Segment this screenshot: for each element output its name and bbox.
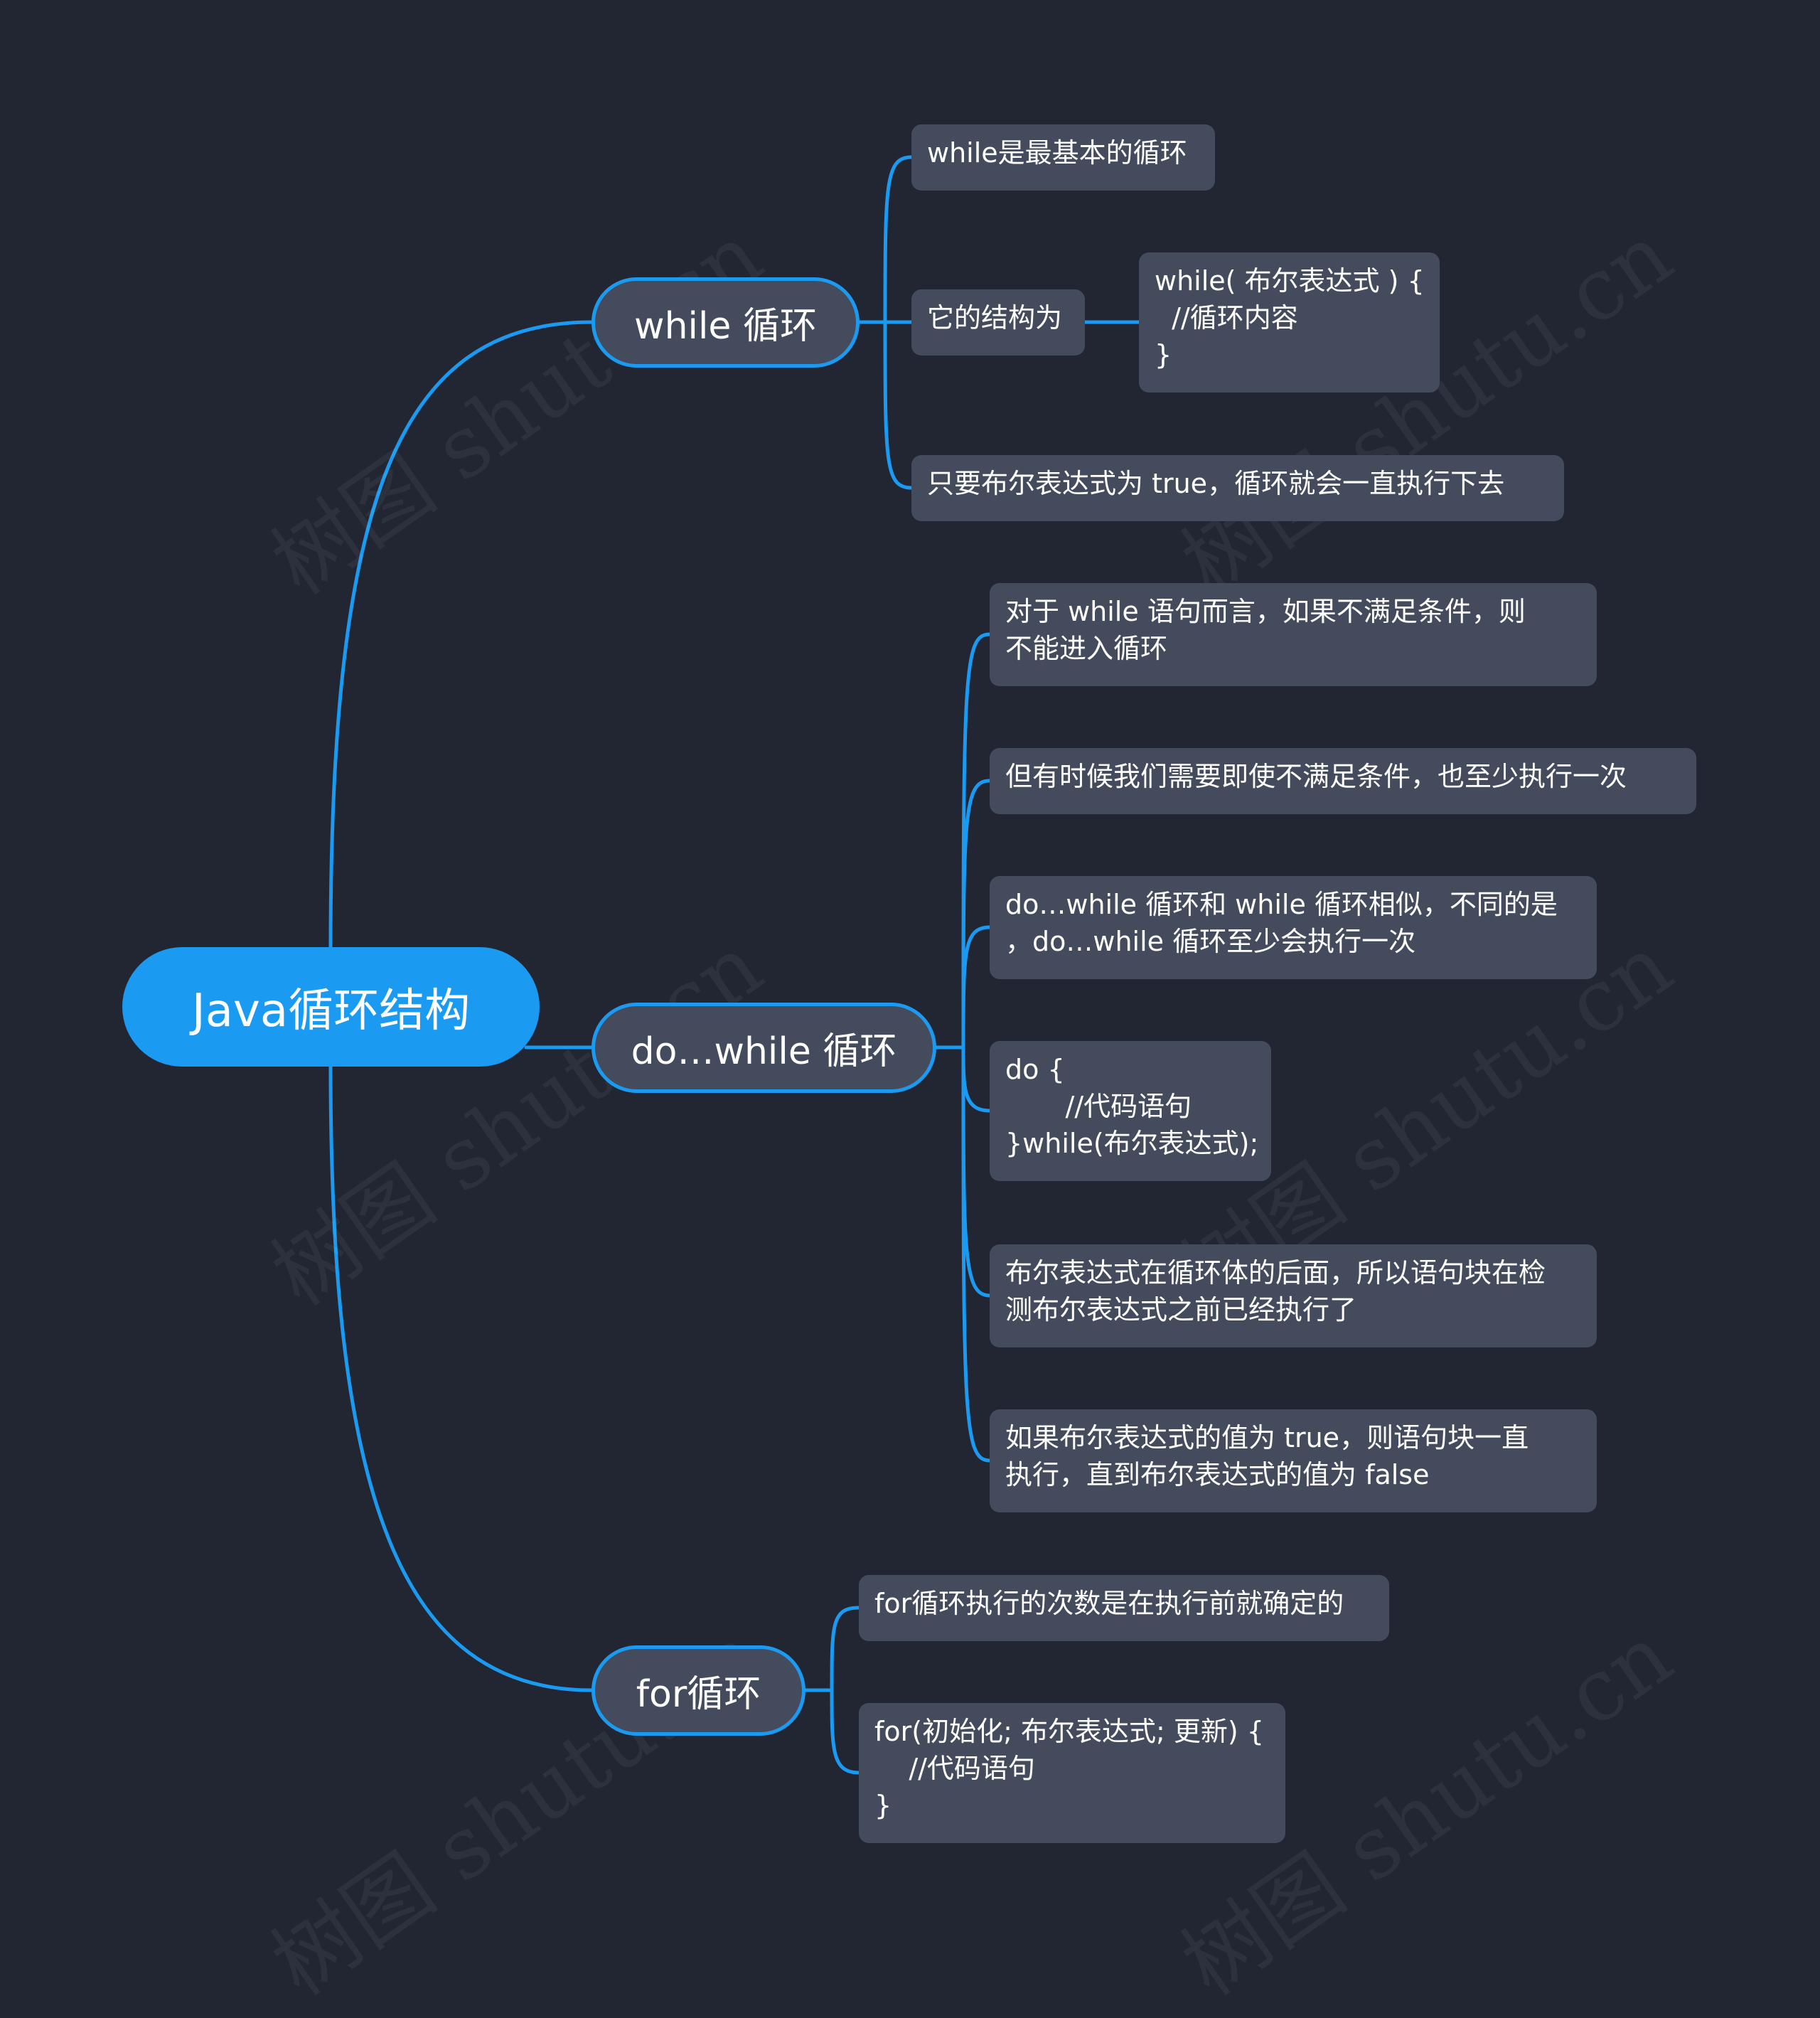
leaf-node[interactable]: 但有时候我们需要即使不满足条件，也至少执行一次 [990,748,1696,814]
leaf-node-code[interactable]: while( 布尔表达式 ) { //循环内容 } [1139,252,1440,393]
connector-line [961,1045,992,1113]
leaf-node[interactable]: do…while 循环和 while 循环相似，不同的是 ，do…while 循… [990,876,1597,979]
connector-line [328,320,594,949]
branch-node-while[interactable]: while 循环 [592,277,860,368]
branch-node-for[interactable]: for循环 [592,1645,805,1736]
leaf-node-code[interactable]: for(初始化; 布尔表达式; 更新) { //代码语句 } [859,1703,1285,1843]
connector-line [961,1045,992,1298]
connector-lines [328,155,1141,1775]
leaf-node[interactable]: 如果布尔表达式的值为 true，则语句块一直 执行，直到布尔表达式的值为 fal… [990,1409,1597,1512]
connector-line [830,1606,861,1692]
leaf-node-code[interactable]: do { //代码语句 }while(布尔表达式); [990,1041,1271,1181]
leaf-node[interactable]: while是最基本的循环 [911,124,1215,191]
connector-line [961,925,992,1050]
leaf-node[interactable]: for循环执行的次数是在执行前就确定的 [859,1575,1389,1641]
leaf-node[interactable]: 只要布尔表达式为 true，循环就会一直执行下去 [911,455,1564,521]
root-node[interactable]: Java循环结构 [122,947,540,1067]
connector-line [961,1045,992,1463]
leaf-node[interactable]: 对于 while 语句而言，如果不满足条件，则 不能进入循环 [990,583,1597,686]
connector-line [830,1688,861,1775]
leaf-node[interactable]: 它的结构为 [911,289,1085,356]
connector-line [883,320,914,490]
connector-line [961,779,992,1050]
branch-node-do-while[interactable]: do…while 循环 [592,1003,936,1093]
connector-line [883,155,914,324]
leaf-node[interactable]: 布尔表达式在循环体的后面，所以语句块在检 测布尔表达式之前已经执行了 [990,1244,1597,1347]
connector-line [328,1064,594,1692]
mindmap-canvas: 树图 shutu.cn 树图 shutu.cn 树图 shutu.cn 树图 s… [122,124,1696,2014]
